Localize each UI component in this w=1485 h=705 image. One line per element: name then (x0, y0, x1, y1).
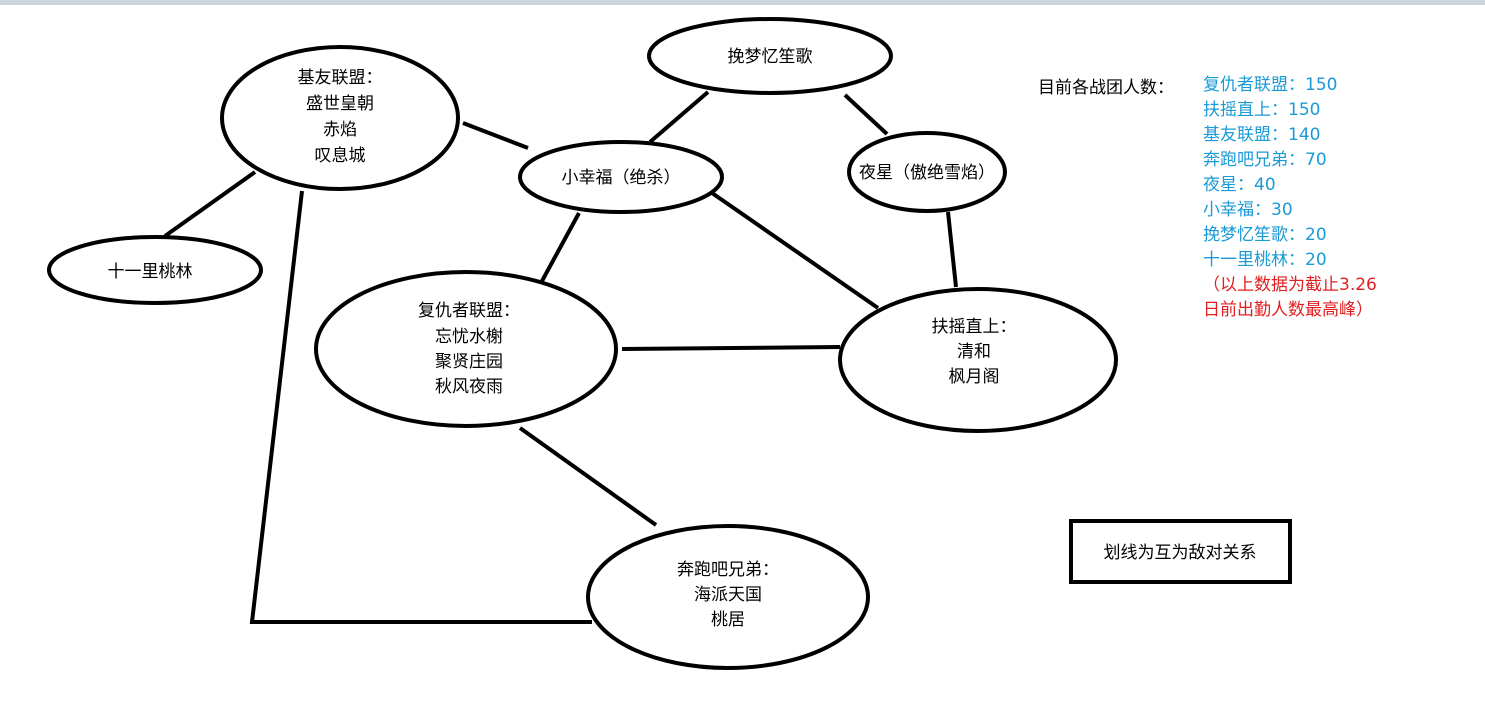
stats-item: 基友联盟：140 (1203, 125, 1321, 145)
node-benpao: 奔跑吧兄弟： 海派天国 桃居 (586, 524, 870, 670)
stats-item: 小幸福：30 (1203, 200, 1293, 220)
link-jiyou-benpao (249, 190, 592, 624)
link-xiaoxingfu-fuchou (540, 212, 581, 282)
node-label: 奔跑吧兄弟： (677, 560, 779, 580)
node-label: 秋风夜雨 (435, 377, 503, 397)
node-label: 枫月阁 (949, 367, 1000, 387)
node-wanmeng: 挽梦忆笙歌 (647, 17, 893, 95)
link-xiaoxingfu-fuyao (710, 191, 880, 310)
node-xiaoxingfu: 小幸福（绝杀） (518, 140, 724, 214)
stats-footnote: （以上数据为截止3.26日前出勤人数最高峰） (1203, 275, 1377, 320)
stats-item: 十一里桃林：20 (1203, 250, 1327, 270)
node-label: 基友联盟： (298, 68, 383, 88)
node-label: 赤焰 (323, 120, 357, 140)
node-label: 忘忧水榭 (435, 327, 503, 347)
top-border (0, 0, 1485, 5)
link-fuchou-fuyao (621, 345, 841, 351)
link-yexing-fuyao (946, 211, 958, 288)
stats-item: 奔跑吧兄弟：70 (1203, 150, 1327, 170)
node-jiyou-alliance: 基友联盟： 盛世皇朝 赤焰 叹息城 (220, 45, 460, 191)
node-label: 复仇者联盟： (418, 301, 520, 321)
link-jiyou-shiyili (163, 170, 257, 238)
enemy-links (163, 90, 958, 624)
node-label: 聚贤庄园 (435, 352, 503, 372)
stats-item: 挽梦忆笙歌：20 (1203, 225, 1327, 245)
link-fuchou-benpao (518, 426, 658, 527)
link-jiyou-xiaoxingfu (462, 121, 529, 150)
node-fuyao: 扶摇直上： 清和 枫月阁 (838, 287, 1118, 433)
stats-list: 复仇者联盟：150 扶摇直上：150 基友联盟：140 奔跑吧兄弟：70 夜星：… (1203, 73, 1337, 273)
node-shiyili: 十一里桃林 (47, 235, 263, 305)
stats-item: 扶摇直上：150 (1203, 100, 1321, 120)
node-label: 扶摇直上： (932, 317, 1017, 337)
node-yexing: 夜星（傲绝雪焰） (847, 131, 1007, 213)
node-label: 十一里桃林 (108, 262, 193, 282)
link-wanmeng-yexing (843, 93, 889, 136)
stats-header: 目前各战团人数： (1038, 78, 1174, 98)
node-label: 盛世皇朝 (306, 94, 374, 114)
node-label: 桃居 (711, 610, 745, 630)
node-label: 清和 (957, 342, 991, 362)
stats-item: 复仇者联盟：150 (1203, 75, 1338, 95)
node-label: 叹息城 (315, 146, 366, 166)
stats-item: 夜星：40 (1203, 175, 1276, 195)
node-label: 小幸福（绝杀） (562, 168, 681, 188)
node-label: 夜星（傲绝雪焰） (859, 163, 995, 183)
node-label: 挽梦忆笙歌 (728, 47, 813, 67)
legend-text: 划线为互为敌对关系 (1104, 543, 1257, 563)
link-wanmeng-xiaoxingfu (648, 90, 710, 144)
node-label: 海派天国 (694, 585, 762, 605)
legend-box: 划线为互为敌对关系 (1069, 519, 1292, 584)
node-fuchou-alliance: 复仇者联盟： 忘忧水榭 聚贤庄园 秋风夜雨 (314, 270, 618, 428)
